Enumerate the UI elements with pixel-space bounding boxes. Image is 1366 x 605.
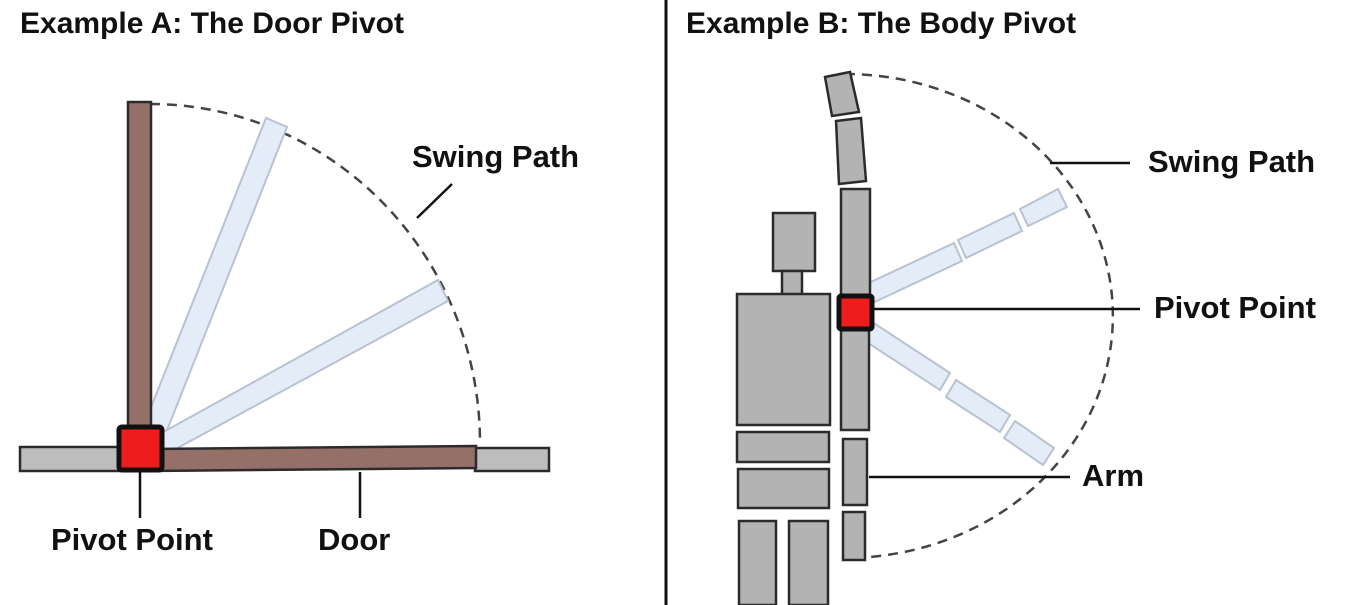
swing-path-label-b: Swing Path: [1148, 144, 1316, 179]
head: [771, 211, 817, 273]
panel-a-title: Example A: The Door Pivot: [20, 7, 404, 40]
body-figure: [735, 211, 832, 605]
hips-lower: [736, 467, 831, 510]
wall-right: [473, 446, 551, 473]
hips-upper: [735, 430, 831, 464]
leg-left: [737, 519, 778, 605]
pivot-point-label-a: Pivot Point: [51, 522, 213, 557]
swing-path-leader: [416, 183, 453, 219]
wall-left: [18, 445, 134, 473]
door-label: Door: [318, 522, 391, 557]
panel-b-title: Example B: The Body Pivot: [686, 7, 1077, 40]
panel-b-diagram: [735, 70, 1140, 605]
neck: [780, 269, 804, 297]
pivot-point-label-b: Pivot Point: [1154, 290, 1316, 325]
arm-hanging: [839, 324, 871, 562]
swing-path-label-a: Swing Path: [412, 139, 580, 174]
leg-right: [787, 519, 830, 605]
panel-a-diagram: [18, 100, 551, 518]
ghost-arm-upper: [854, 187, 1069, 309]
ghost-arm-lower: [854, 316, 1056, 467]
swing-path-arc: [149, 102, 482, 444]
door-horizontal: [148, 444, 478, 473]
arm-raised: [823, 70, 872, 303]
swing-path-arc-b: [844, 72, 1115, 560]
torso: [735, 292, 832, 427]
door-vertical: [126, 100, 153, 444]
pivot-point-marker-b: [836, 293, 875, 332]
pivot-point-marker: [116, 424, 165, 473]
arm-label: Arm: [1082, 458, 1145, 493]
